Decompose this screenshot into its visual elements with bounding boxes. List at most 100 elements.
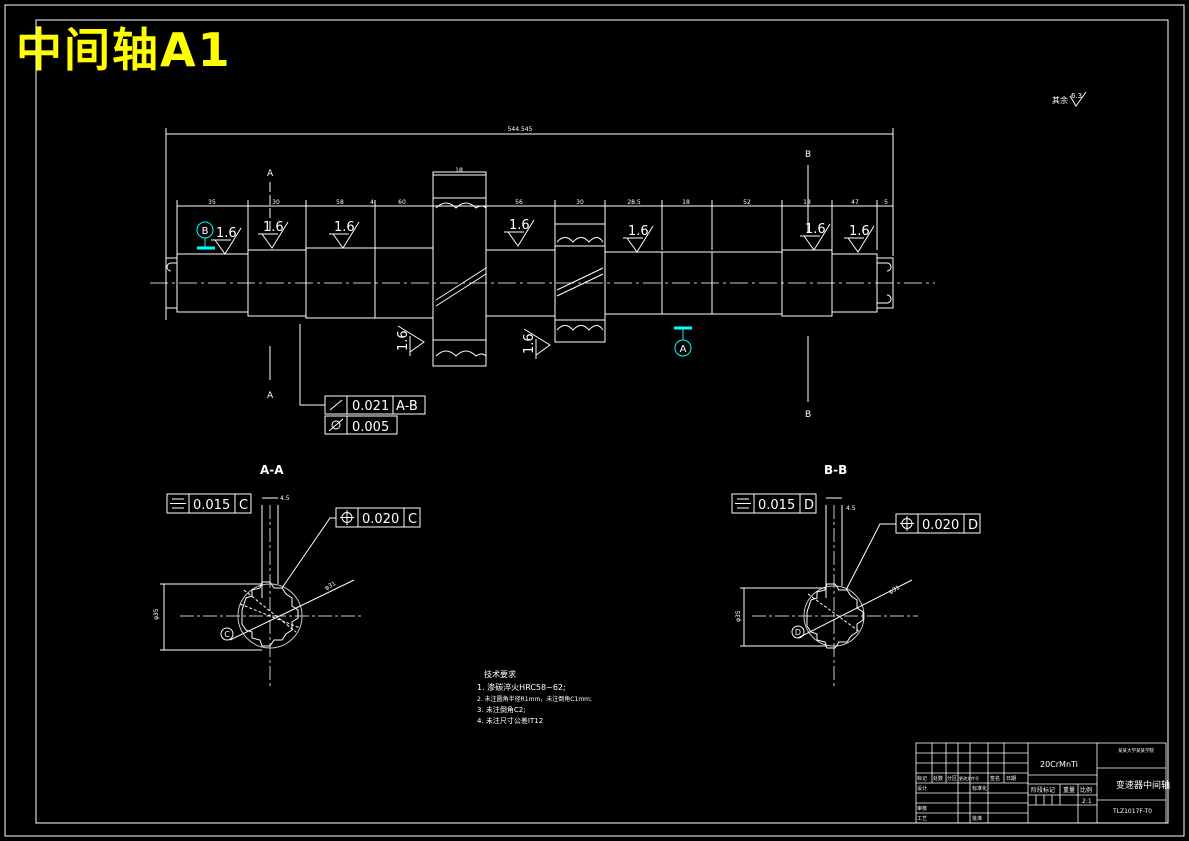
roughness-symbol: 1.6 bbox=[211, 226, 242, 255]
section-a-top-letter: A bbox=[267, 169, 274, 179]
section-bb-dia-dim: φ31 bbox=[888, 584, 902, 596]
title-block bbox=[915, 742, 1167, 824]
section-a-bottom-letter: A bbox=[267, 391, 274, 401]
tech-req-heading: 技术要求 bbox=[484, 669, 516, 679]
section-bb-title: B-B bbox=[824, 463, 847, 477]
roughness-note-symbol bbox=[1069, 91, 1087, 107]
title-block-mark-label: 标记 bbox=[917, 775, 927, 782]
roughness-note-label: 其余 bbox=[1052, 95, 1068, 105]
roughness-symbol: 1.6 bbox=[844, 224, 875, 253]
cylindricity-value: 0.005 bbox=[352, 420, 389, 435]
section-bb-symmetry-frame bbox=[731, 493, 817, 514]
section-bb-datum: D bbox=[791, 625, 805, 639]
overall-dim: 544.545 bbox=[508, 126, 533, 133]
title-block-org: 某某大学某某学院 bbox=[1118, 747, 1154, 754]
roughness-value: 1.6 bbox=[509, 218, 530, 233]
inner-frame bbox=[35, 19, 1169, 824]
section-aa-position-datum: C bbox=[408, 512, 417, 527]
svg-text:A: A bbox=[680, 344, 687, 355]
runout-icon bbox=[329, 399, 343, 411]
title-block-weight-label: 重量 bbox=[1063, 786, 1075, 794]
section-aa-width-dim: 4.5 bbox=[280, 495, 290, 502]
roughness-value: 1.6 bbox=[849, 224, 870, 239]
dimension-label: 30 bbox=[272, 199, 280, 206]
dimension-label: 60 bbox=[398, 199, 406, 206]
datum-b-marker: B bbox=[196, 221, 215, 250]
section-bb-width-dim: 4.5 bbox=[846, 505, 856, 512]
svg-text:C: C bbox=[224, 630, 230, 639]
dimension-label: 47 bbox=[851, 199, 859, 206]
dimension-label: 30 bbox=[576, 199, 584, 206]
title-block-count-label: 处数 bbox=[933, 775, 943, 782]
tolerance-frame-cylindricity bbox=[324, 415, 398, 435]
shaft-main-view bbox=[150, 128, 935, 402]
section-aa-symmetry-value: 0.015 bbox=[193, 498, 230, 513]
title-block-scale: 2:1 bbox=[1082, 798, 1092, 805]
section-aa-position-value: 0.020 bbox=[362, 512, 399, 527]
dimension-label: 18 bbox=[682, 199, 690, 206]
title-block-standard-label: 标准化 bbox=[972, 785, 987, 792]
title-block-change-label: 更改文件号 bbox=[959, 775, 979, 781]
section-b-bottom-letter: B bbox=[805, 410, 811, 420]
title-block-designer-label: 设计 bbox=[917, 785, 927, 792]
tolerance-frame-runout bbox=[299, 324, 426, 415]
tech-req-item-1: 1. 渗碳淬火HRC58~62; bbox=[477, 682, 566, 692]
roughness-value: 1.6 bbox=[805, 222, 826, 237]
section-aa-view bbox=[160, 497, 362, 688]
svg-text:D: D bbox=[795, 628, 801, 637]
section-bb-position-datum: D bbox=[968, 518, 978, 533]
tech-req-item-4: 4. 未注尺寸公差IT12 bbox=[477, 716, 543, 725]
title-block-material: 20CrMnTi bbox=[1040, 760, 1078, 769]
section-aa-position-frame bbox=[335, 507, 421, 528]
roughness-symbol: 1.6 bbox=[800, 222, 831, 251]
title-block-ratio-label: 比例 bbox=[1080, 786, 1092, 794]
section-aa-datum: C bbox=[220, 627, 234, 641]
gear-width-dim: 18 bbox=[455, 167, 463, 174]
roughness-value: 1.6 bbox=[334, 220, 355, 235]
dimension-label: 5 bbox=[884, 199, 888, 206]
title-block-approve-label: 批准 bbox=[972, 815, 982, 822]
runout-datum: A-B bbox=[396, 399, 418, 414]
roughness-symbol: 1.6 bbox=[396, 325, 425, 356]
svg-text:B: B bbox=[202, 226, 209, 237]
runout-value: 0.021 bbox=[352, 399, 389, 414]
drawing-title: 中间轴A1 bbox=[16, 23, 232, 77]
section-bb-symmetry-value: 0.015 bbox=[758, 498, 795, 513]
section-bb-symmetry-datum: D bbox=[804, 498, 814, 513]
roughness-value: 1.6 bbox=[216, 226, 237, 241]
section-aa-dia2-dim: φ35 bbox=[153, 608, 160, 620]
roughness-symbol: 1.6 bbox=[522, 328, 551, 359]
section-aa-dia-dim: φ31 bbox=[324, 580, 338, 592]
tech-req-item-2: 2. 未注圆角半径R1mm，未注倒角C1mm; bbox=[477, 695, 592, 703]
section-aa-symmetry-frame bbox=[166, 493, 252, 514]
title-block-sign-label: 签名 bbox=[990, 775, 1000, 782]
title-block-zone-label: 分区 bbox=[947, 775, 957, 782]
dimension-label: 4 bbox=[370, 199, 374, 206]
title-block-review-label: 审核 bbox=[917, 805, 927, 812]
title-block-part-name: 变速器中间轴 bbox=[1116, 779, 1170, 791]
title-block-date-label: 日期 bbox=[1006, 776, 1016, 782]
outer-frame bbox=[4, 4, 1185, 837]
cylindricity-icon bbox=[331, 420, 341, 430]
dimension-label: 28.5 bbox=[627, 199, 641, 206]
tech-req-item-3: 3. 未注倒角C2; bbox=[477, 705, 526, 714]
roughness-symbols: 1.6 1.6 1.6 1.6 1.6 1.6 1.6 1.6 1.6 bbox=[211, 218, 875, 359]
datum-a-marker: A bbox=[674, 326, 692, 357]
roughness-note-value: 6.3 bbox=[1071, 92, 1082, 100]
title-block-stage-label: 阶段标记 bbox=[1031, 786, 1055, 794]
section-aa-title: A-A bbox=[260, 463, 284, 477]
roughness-symbol: 1.6 bbox=[258, 220, 289, 249]
dimension-label: 52 bbox=[743, 199, 751, 206]
roughness-symbol: 1.6 bbox=[329, 220, 360, 249]
section-bb-view bbox=[740, 497, 918, 688]
roughness-value: 1.6 bbox=[522, 333, 537, 354]
section-bb-position-frame bbox=[895, 513, 981, 534]
title-block-drawing-no: TLZ1017F-T0 bbox=[1112, 808, 1152, 815]
dimension-label: 35 bbox=[208, 199, 216, 206]
roughness-symbol: 1.6 bbox=[623, 224, 654, 253]
roughness-value: 1.6 bbox=[396, 330, 411, 351]
dimension-label: 18 bbox=[803, 199, 811, 206]
roughness-value: 1.6 bbox=[628, 224, 649, 239]
